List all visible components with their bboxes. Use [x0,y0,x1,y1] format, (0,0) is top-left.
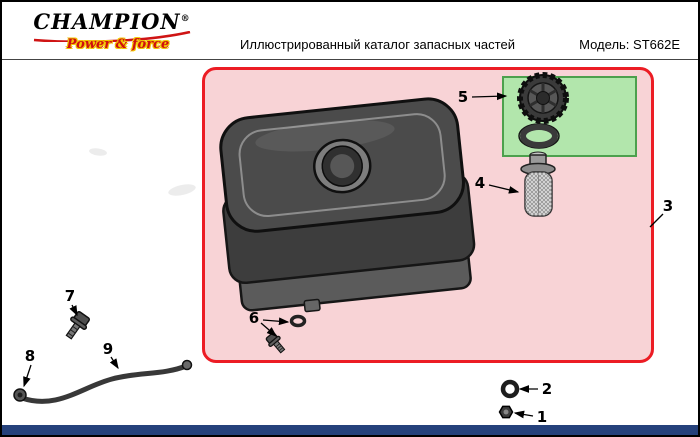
callout-5: 5 [457,88,469,106]
callout-2: 2 [541,380,553,398]
page-title: Иллюстрированный каталог запасных частей [240,37,515,52]
o-ring [500,379,520,399]
model-label: Модель: ST662E [579,37,680,52]
brand-name: CHAMPION® [33,9,191,34]
header: CHAMPION® Power & force Иллюстрированный… [2,2,698,60]
registered-mark-icon: ® [180,14,191,24]
logo-swoosh-icon [33,31,191,42]
mount-bolt [65,311,91,340]
callout-8: 8 [24,347,36,365]
hose-grommet [13,388,27,402]
footer-bar [2,425,698,435]
nut [498,405,514,419]
fuel-cap-sub-box [502,76,637,157]
background-smudges [89,148,196,196]
callout-3: 3 [662,197,674,215]
brand-logo: CHAMPION® Power & force [28,7,196,52]
callout-9: 9 [102,340,114,358]
callout-6: 6 [248,309,260,327]
brand-tagline: Power & force [66,37,170,52]
callout-1: 1 [536,408,548,426]
callout-7: 7 [64,287,76,305]
callout-4: 4 [474,174,486,192]
fuel-hose [19,359,193,404]
